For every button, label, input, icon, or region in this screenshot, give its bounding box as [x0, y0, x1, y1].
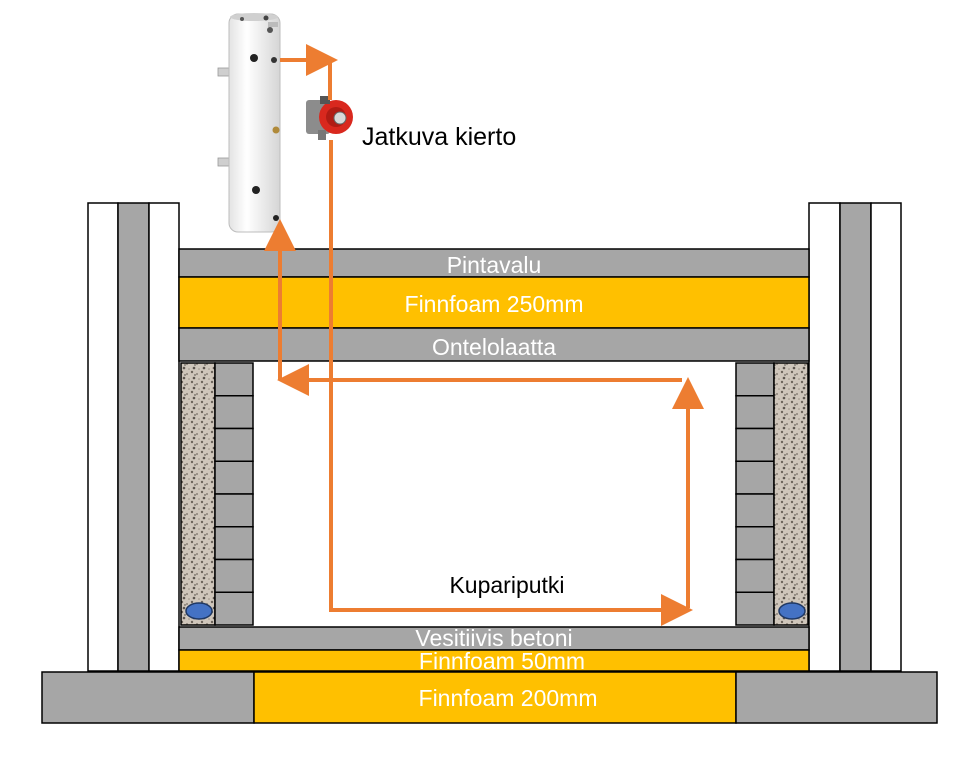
- right-block-8: [735, 591, 775, 626]
- base-insulation-label: Finnfoam 200mm: [419, 685, 598, 711]
- left-block-3: [214, 427, 254, 462]
- left-block-6: [214, 526, 254, 561]
- pipe-down-and-bottom: [329, 140, 693, 626]
- foundation-right: [735, 671, 938, 724]
- top-screed-label: Pintavalu: [447, 252, 542, 278]
- left-block-2: [214, 395, 254, 430]
- top-insulation-label: Finnfoam 250mm: [405, 291, 584, 317]
- hollow-slab-label: Ontelolaatta: [432, 334, 556, 360]
- circulation-pump-icon: [302, 94, 360, 142]
- right-gravel-fill: [773, 362, 809, 626]
- right-drain-pipe-icon: [778, 602, 806, 620]
- top-insulation-layer: [178, 276, 810, 329]
- foundation-left: [41, 671, 255, 724]
- right-wall-concrete: [839, 202, 872, 672]
- left-block-8: [214, 591, 254, 626]
- left-wall: [87, 202, 180, 672]
- left-block-7: [214, 558, 254, 593]
- left-gravel-fill: [180, 362, 216, 626]
- waterproof-concrete-label: Vesitiivis betoni: [415, 625, 572, 651]
- right-wall-inner-layer: [808, 202, 841, 672]
- floor-insulation-label: Finnfoam 50mm: [419, 648, 585, 674]
- right-block-2: [735, 395, 775, 430]
- right-block-3: [735, 427, 775, 462]
- right-wall: [808, 202, 902, 672]
- left-block-1: [214, 362, 254, 397]
- right-wall-outer-layer: [870, 202, 902, 672]
- pump-label: Jatkuva kierto: [362, 123, 516, 151]
- pipe-label: Kupariputki: [449, 572, 564, 598]
- right-block-1: [735, 362, 775, 397]
- base-insulation-layer: [253, 671, 737, 724]
- left-drain-pipe-icon: [185, 602, 213, 620]
- floor-insulation-layer: [178, 649, 810, 672]
- left-block-wall: [214, 362, 254, 626]
- left-block-5: [214, 493, 254, 528]
- left-wall-inner-layer: [148, 202, 180, 672]
- left-block-4: [214, 460, 254, 495]
- left-wall-concrete: [117, 202, 150, 672]
- left-wall-outer-layer: [87, 202, 119, 672]
- right-block-4: [735, 460, 775, 495]
- right-block-7: [735, 558, 775, 593]
- right-block-6: [735, 526, 775, 561]
- copper-pipe-circuit: [264, 44, 704, 626]
- hollow-slab-layer: [178, 327, 810, 362]
- top-screed-layer: [178, 248, 810, 278]
- right-block-wall: [735, 362, 775, 626]
- hot-water-tank-icon: [217, 13, 281, 233]
- right-block-5: [735, 493, 775, 528]
